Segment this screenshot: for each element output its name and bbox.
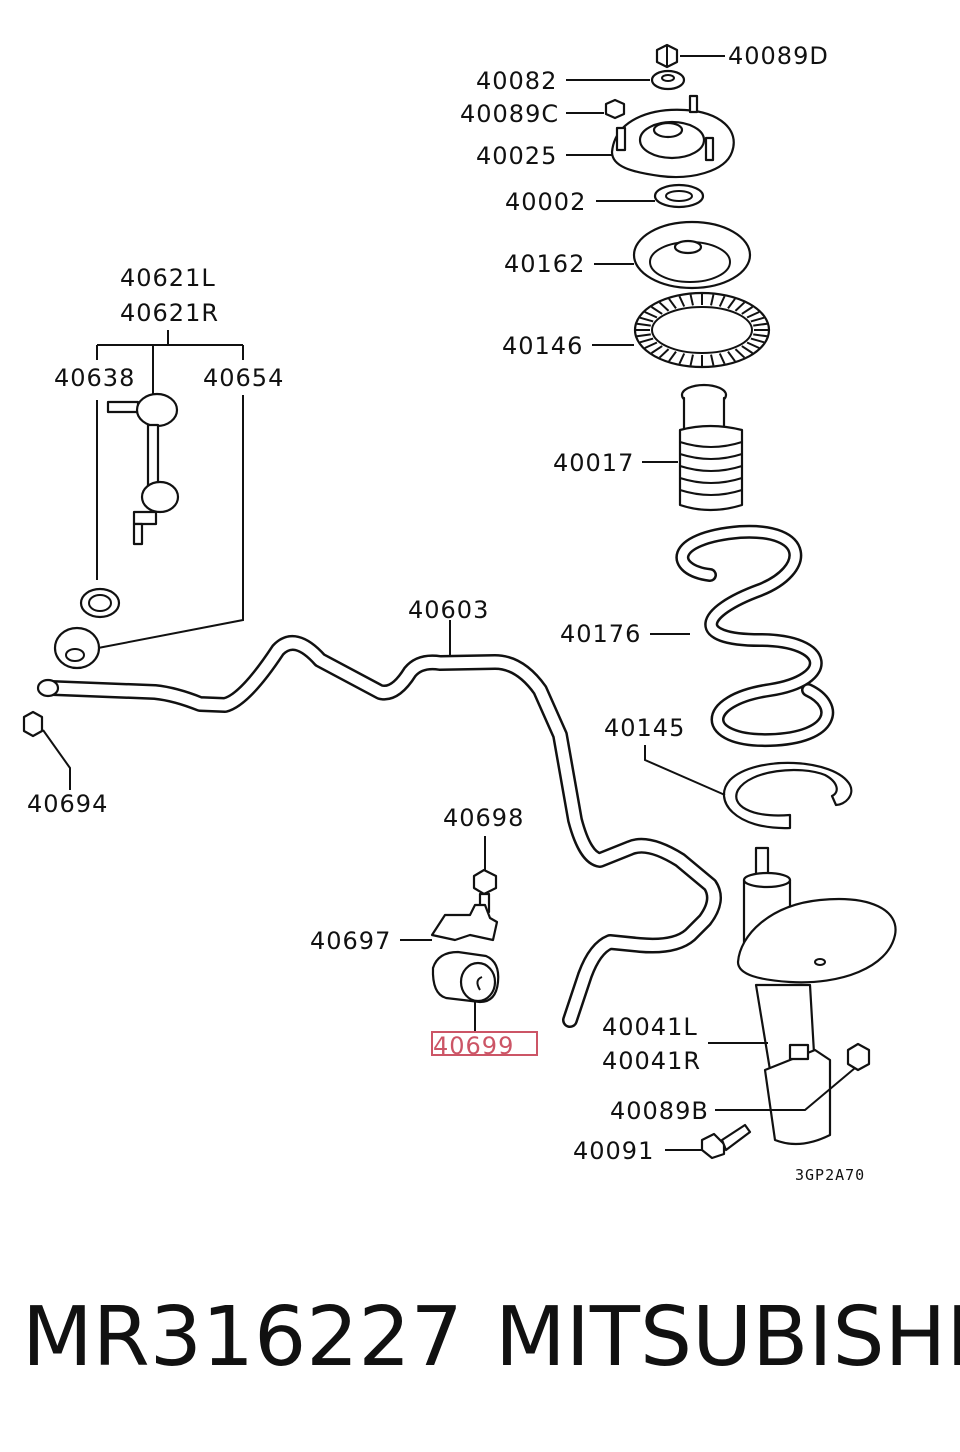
- insulator-tooth: [650, 345, 663, 354]
- label-40638: 40638: [54, 364, 135, 392]
- insulator-tooth: [710, 354, 715, 366]
- part-40621-stabilizer-link: [106, 392, 180, 546]
- insulator-tooth: [650, 306, 663, 315]
- label-40697: 40697: [310, 927, 391, 955]
- insulator-tooth: [658, 348, 670, 359]
- insulator-tooth: [718, 353, 726, 365]
- insulator-tooth: [741, 306, 754, 315]
- insulator-tooth: [746, 311, 760, 319]
- label-40089d: 40089D: [728, 42, 829, 70]
- insulator-tooth: [727, 298, 736, 309]
- insulator-tooth: [718, 295, 726, 307]
- label-40025: 40025: [476, 142, 557, 170]
- part-40002-bearing: [653, 183, 705, 209]
- insulator-tooth: [727, 351, 736, 362]
- insulator-tooth: [746, 341, 760, 349]
- part-40638-washer: [79, 587, 121, 619]
- insulator-tooth: [750, 316, 765, 323]
- label-40082: 40082: [476, 67, 557, 95]
- insulator-tooth: [639, 316, 654, 323]
- insulator-tooth: [644, 341, 658, 349]
- label-40146: 40146: [502, 332, 583, 360]
- label-40041r: 40041R: [602, 1047, 701, 1075]
- label-40603: 40603: [408, 596, 489, 624]
- insulator-tooth: [668, 298, 677, 309]
- diagram-code: 3GP2A70: [795, 1166, 865, 1184]
- label-40089c: 40089C: [460, 100, 559, 128]
- part-40697-bracket: [430, 903, 499, 942]
- leader-40145: [644, 745, 726, 796]
- insulator-tooth: [689, 294, 694, 306]
- label-40017: 40017: [553, 449, 634, 477]
- part-40176-coil-spring: [675, 524, 835, 748]
- insulator-tooth: [734, 348, 746, 359]
- part-40694-nut: [22, 710, 44, 738]
- part-40091-bolt: [700, 1123, 752, 1160]
- insulator-tooth: [644, 311, 658, 319]
- label-40694: 40694: [27, 790, 108, 818]
- label-40145: 40145: [604, 714, 685, 742]
- label-40091: 40091: [573, 1137, 654, 1165]
- label-40621r: 40621R: [120, 299, 219, 327]
- part-number: MR316227: [22, 1290, 463, 1385]
- label-40654: 40654: [203, 364, 284, 392]
- label-40699: 40699: [433, 1032, 514, 1060]
- insulator-tooth: [678, 295, 686, 307]
- label-40176: 40176: [560, 620, 641, 648]
- label-40041l: 40041L: [602, 1013, 698, 1041]
- part-40025-strut-mount: [610, 94, 735, 179]
- insulator-tooth: [689, 354, 694, 366]
- part-40082-washer: [650, 69, 686, 91]
- insulator-tooth: [753, 322, 768, 327]
- insulator-tooth: [710, 294, 715, 306]
- label-40621l: 40621L: [120, 264, 216, 292]
- highlight-box-40699: [431, 1031, 538, 1056]
- insulator-tooth: [753, 333, 768, 338]
- insulator-tooth: [750, 337, 765, 344]
- part-40145-spring-pad: [723, 761, 853, 830]
- label-40089b: 40089B: [610, 1097, 709, 1125]
- part-40089b-nut: [846, 1042, 871, 1072]
- label-40698: 40698: [443, 804, 524, 832]
- part-40017-dust-boot: [678, 383, 744, 512]
- insulator-tooth: [741, 345, 754, 354]
- part-40603-stabilizer-bar: [36, 635, 722, 1028]
- part-40698-bolt: [472, 868, 498, 914]
- insulator-tooth: [668, 351, 677, 362]
- footer: MR316227 MITSUBISHI: [0, 1290, 960, 1400]
- insulator-tooth: [636, 333, 651, 338]
- brand-name: MITSUBISHI: [495, 1290, 960, 1385]
- diagram-svg: 40089D 40082 40089C 40025 40002 40162: [22, 42, 897, 1184]
- leader-bracket-40621: [96, 330, 244, 395]
- part-40162-spring-seat: [632, 220, 752, 290]
- leader-40089b: [715, 1067, 856, 1111]
- label-40002: 40002: [505, 188, 586, 216]
- label-40162: 40162: [504, 250, 585, 278]
- insulator-tooth: [678, 353, 686, 365]
- insulator-tooth: [639, 337, 654, 344]
- part-40041-strut: [736, 846, 897, 1146]
- leader-40654: [97, 395, 244, 649]
- part-40146-insulator: [633, 291, 771, 369]
- part-40089c-nut: [604, 98, 626, 120]
- part-40089d-nut: [655, 43, 679, 69]
- leader-40694: [42, 729, 71, 790]
- part-40699-bushing: [431, 950, 500, 1004]
- part-40654-bushing: [53, 626, 101, 670]
- insulator-tooth: [734, 301, 746, 312]
- insulator-tooth: [636, 322, 651, 327]
- insulator-tooth: [658, 301, 670, 312]
